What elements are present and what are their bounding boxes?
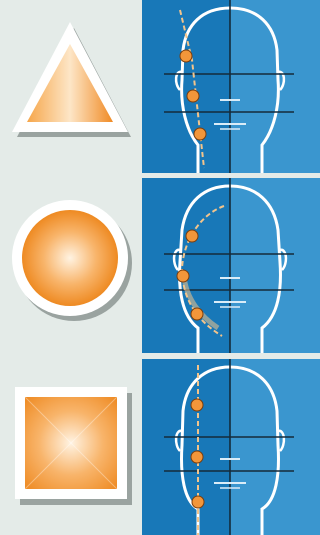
triangle-shape-icon: [0, 0, 140, 175]
oblong-face-illustration: [142, 0, 320, 173]
round-face-illustration: [142, 178, 320, 353]
face-shape-row-triangle: [0, 0, 320, 175]
square-face-illustration: [142, 359, 320, 535]
face-shape-row-square: [0, 357, 320, 535]
circle-shape-icon: [0, 178, 140, 353]
square-shape-icon: [0, 357, 140, 535]
face-shape-row-circle: [0, 178, 320, 353]
